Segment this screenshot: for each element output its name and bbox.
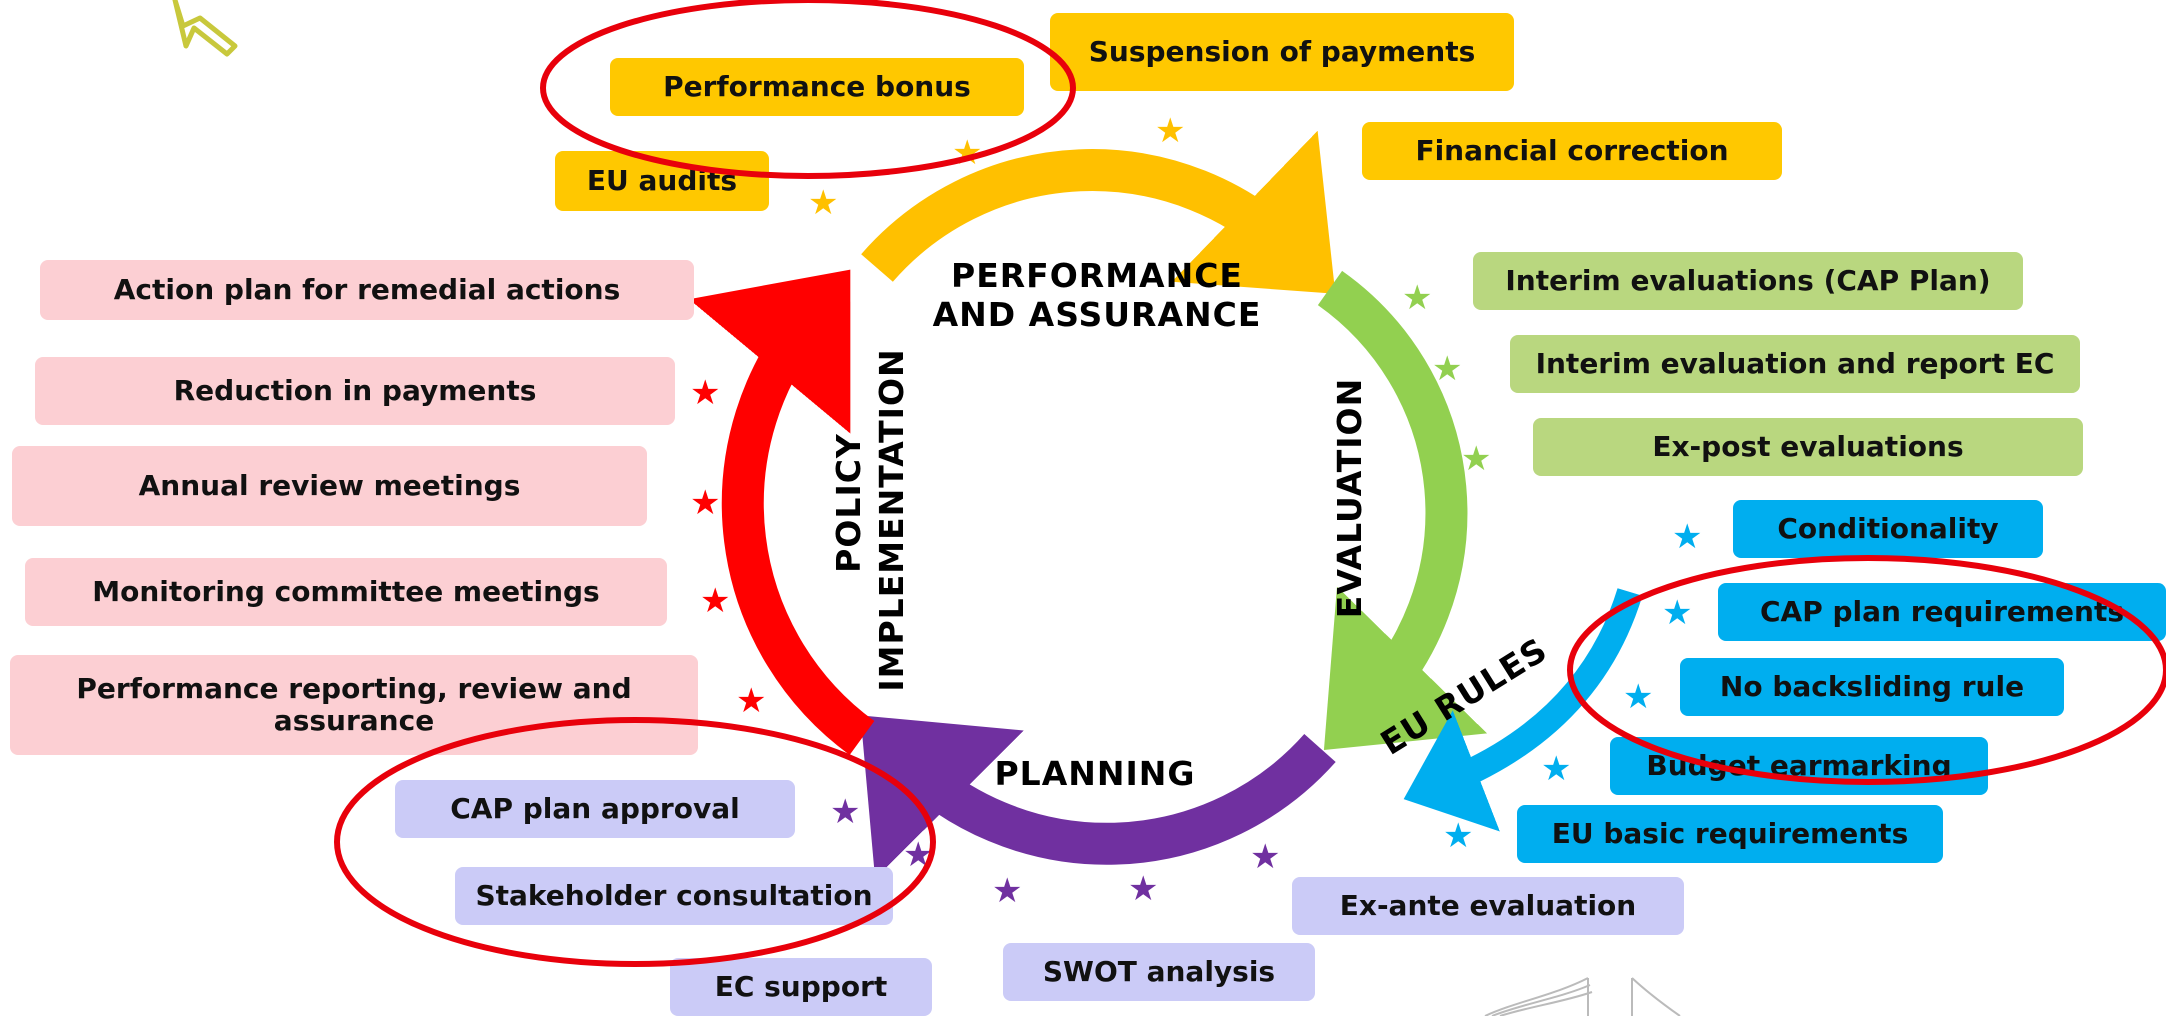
evaluation-arc-arrow — [1317, 270, 1488, 751]
cap-plan-requirements-box: CAP plan requirements — [1718, 583, 2166, 641]
cursor-arrow-icon — [172, 0, 238, 57]
conditionality-box: Conditionality — [1733, 500, 2043, 558]
action-plan-box: Action plan for remedial actions — [40, 260, 694, 320]
performance-label-line1: PERFORMANCE — [951, 256, 1243, 295]
star-icon: ★ — [1623, 677, 1653, 717]
star-icon: ★ — [690, 483, 720, 523]
star-icon: ★ — [903, 835, 933, 875]
star-icon: ★ — [1128, 869, 1158, 909]
star-icon: ★ — [1402, 278, 1432, 318]
evaluation-label: EVALUATION — [1330, 378, 1369, 618]
star-icon: ★ — [1155, 111, 1185, 151]
planning-arc-arrow — [860, 715, 1336, 879]
interim-evaluations-cap-box: Interim evaluations (CAP Plan) — [1473, 252, 2023, 310]
eu-basic-requirements-box: EU basic requirements — [1517, 805, 1943, 863]
performance-label-line2: AND ASSURANCE — [933, 295, 1262, 334]
ec-support-box: EC support — [670, 958, 932, 1016]
performance-bonus-box: Performance bonus — [610, 58, 1024, 116]
annual-review-meetings-box: Annual review meetings — [12, 446, 647, 526]
star-icon: ★ — [1461, 439, 1491, 479]
reduction-in-payments-box: Reduction in payments — [35, 357, 675, 425]
star-icon: ★ — [1672, 517, 1702, 557]
ex-post-evaluations-box: Ex-post evaluations — [1533, 418, 2083, 476]
star-icon: ★ — [736, 681, 766, 721]
star-icon: ★ — [1432, 349, 1462, 389]
star-icon: ★ — [1443, 816, 1473, 856]
implementation-label-line2: IMPLEMENTATION — [872, 348, 911, 691]
star-icon: ★ — [1662, 593, 1692, 633]
planning-label: PLANNING — [995, 754, 1196, 793]
star-icon: ★ — [830, 792, 860, 832]
no-backsliding-rule-box: No backsliding rule — [1680, 658, 2064, 716]
star-icon: ★ — [700, 581, 730, 621]
cap-plan-approval-box: CAP plan approval — [395, 780, 795, 838]
stakeholder-consultation-box: Stakeholder consultation — [455, 867, 893, 925]
eu-audits-box: EU audits — [555, 151, 769, 211]
budget-earmarking-box: Budget earmarking — [1610, 737, 1988, 795]
star-icon: ★ — [690, 373, 720, 413]
star-icon: ★ — [720, 289, 750, 329]
ec-logo-icon — [1484, 977, 1681, 1016]
interim-evaluation-report-box: Interim evaluation and report EC — [1510, 335, 2080, 393]
implementation-arc-arrow — [688, 269, 875, 755]
star-icon: ★ — [1290, 161, 1320, 201]
performance-reporting-box: Performance reporting, review and assura… — [10, 655, 698, 755]
star-icon: ★ — [808, 183, 838, 223]
monitoring-committee-meetings-box: Monitoring committee meetings — [25, 558, 667, 626]
star-icon: ★ — [1541, 749, 1571, 789]
star-icon: ★ — [1250, 837, 1280, 877]
suspension-of-payments-box: Suspension of payments — [1050, 13, 1514, 91]
implementation-label-line1: POLICY — [829, 433, 868, 573]
performance-arc-arrow — [861, 130, 1336, 294]
financial-correction-box: Financial correction — [1362, 122, 1782, 180]
swot-analysis-box: SWOT analysis — [1003, 943, 1315, 1001]
star-icon: ★ — [992, 871, 1022, 911]
ex-ante-evaluation-box: Ex-ante evaluation — [1292, 877, 1684, 935]
star-icon: ★ — [952, 133, 982, 173]
